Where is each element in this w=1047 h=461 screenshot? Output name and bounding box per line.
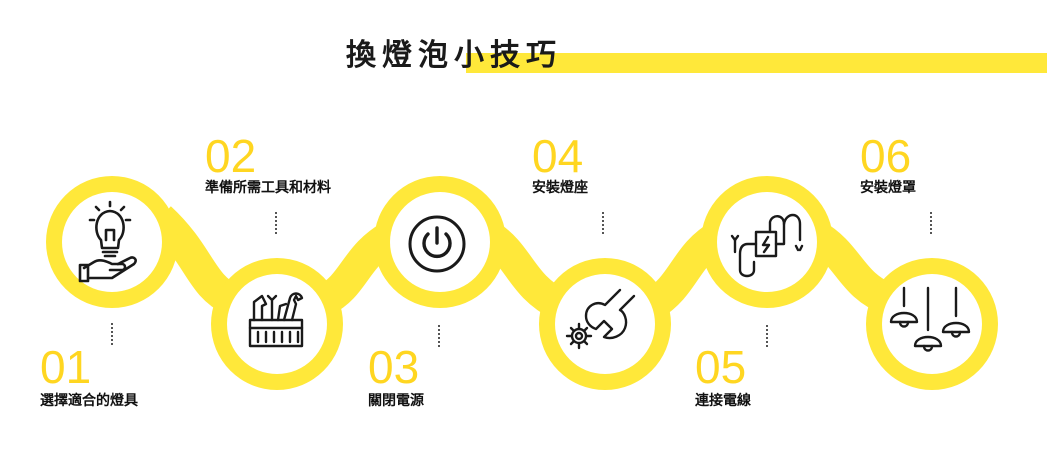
step-2-label: 準備所需工具和材料 — [205, 180, 331, 196]
step-6-number: 06 — [860, 130, 912, 182]
power-icon — [408, 215, 466, 273]
step-1-node — [46, 176, 178, 308]
step-6-node — [866, 258, 998, 390]
step-5-dotted-line — [766, 325, 768, 347]
step-4-dotted-line — [602, 212, 604, 234]
wrench-gear-icon — [565, 288, 636, 350]
step-5-label: 連接電線 — [695, 393, 751, 409]
step-6-label: 安裝燈罩 — [860, 180, 916, 196]
page-title: 換燈泡小技巧 — [346, 38, 562, 73]
step-2-number: 02 — [205, 130, 257, 182]
wire-connector-icon — [730, 213, 804, 278]
step-2-dotted-line — [275, 212, 277, 234]
step-1-number: 01 — [40, 341, 92, 393]
step-2-node — [211, 258, 343, 390]
step-1-dotted-line — [111, 323, 113, 345]
step-5-node — [701, 176, 833, 308]
step-4-number: 04 — [532, 130, 584, 182]
step-3-node — [374, 176, 506, 308]
title-underline-bar — [466, 53, 1047, 73]
step-3-label: 關閉電源 — [368, 393, 424, 409]
step-3-number: 03 — [368, 341, 420, 393]
step-4-label: 安裝燈座 — [532, 180, 588, 196]
pendant-lamps-icon — [889, 286, 971, 352]
step-1-label: 選擇適合的燈具 — [40, 393, 138, 409]
step-3-dotted-line — [438, 325, 440, 347]
toolbox-icon — [248, 292, 304, 348]
step-4-node — [539, 258, 671, 390]
step-5-number: 05 — [695, 341, 747, 393]
step-6-dotted-line — [930, 212, 932, 234]
lightbulb-hand-icon — [78, 200, 137, 283]
